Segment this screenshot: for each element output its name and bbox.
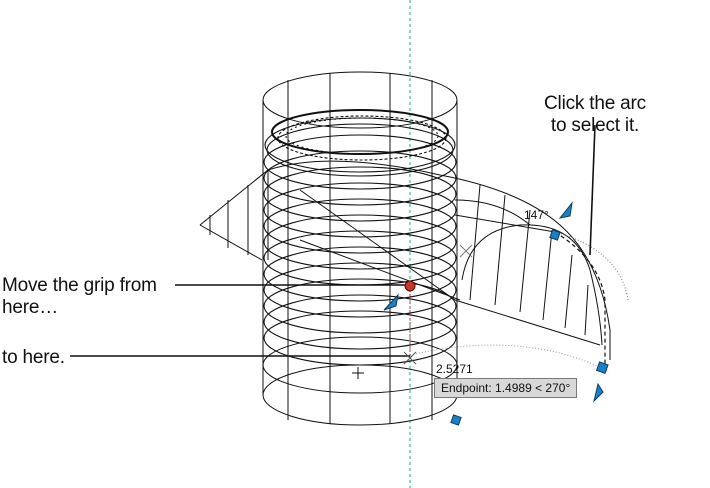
to-here-callout: to here. [2,347,65,368]
grip-mid-icon[interactable] [549,229,561,241]
arrow-grip-top-icon[interactable] [558,201,573,219]
length-readout[interactable]: 2.5271 [436,362,473,376]
grips[interactable] [383,201,609,426]
move-grip-line1: Move the grip from [2,275,157,296]
click-arc-line2: to select it. [550,115,640,136]
ring-stack [263,109,457,366]
outer-cylinder[interactable] [262,71,458,426]
angle-readout: 147° [524,208,549,222]
center-mark-icon [352,367,364,379]
x-mark-icon [459,244,473,258]
grip-end-icon[interactable] [595,361,609,375]
click-arc-line1: Click the arc [544,93,646,114]
hot-grip-icon[interactable] [404,280,416,292]
click-arc-callout: Click the arc to select it. [520,93,670,137]
move-grip-line2: here… [2,297,59,318]
swept-surface[interactable] [199,160,611,360]
click-arc-leader [589,124,596,256]
endpoint-tooltip: Endpoint: 1.4989 < 270° [434,378,578,398]
arrow-grip-left-icon[interactable] [383,293,399,311]
grip-lower-icon[interactable] [450,414,462,426]
cursor-cross-icon [403,351,417,365]
move-grip-callout: Move the grip from here… [2,275,157,319]
selected-arc[interactable] [554,231,606,365]
preview-arc [554,231,629,301]
arrow-grip-bottom-icon[interactable] [593,382,604,403]
